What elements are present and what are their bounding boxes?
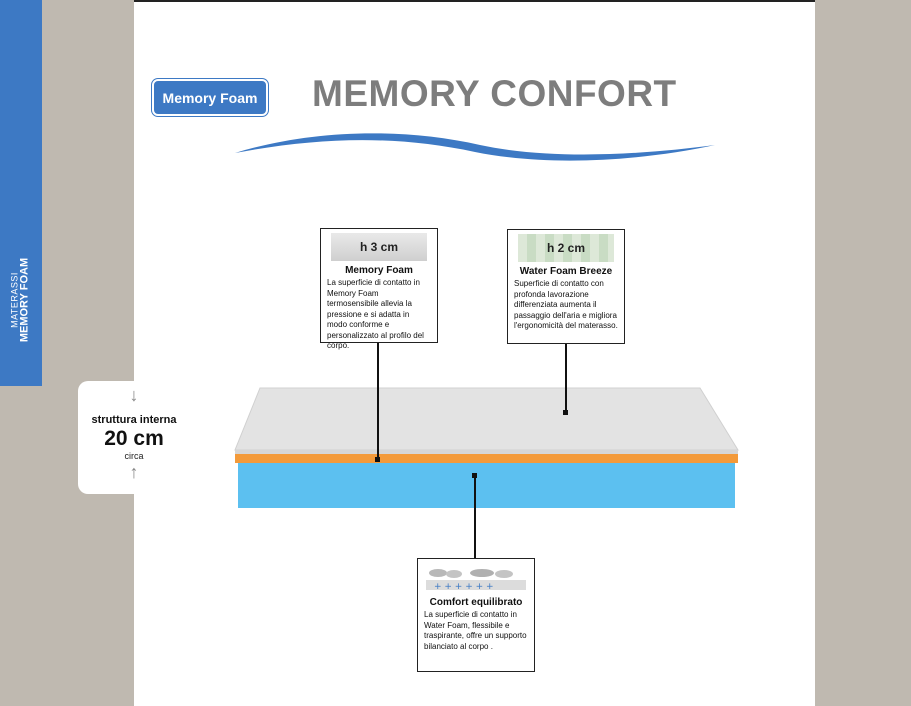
product-title: MEMORY CONFORT: [312, 73, 677, 114]
water-foam-height: h 2 cm: [546, 241, 585, 255]
water-foam-connector: [565, 344, 567, 412]
mattress-illustration: [234, 387, 739, 508]
brand-badge: Memory Foam: [152, 79, 268, 116]
memory-foam-height: h 3 cm: [359, 240, 398, 254]
arrow-down-icon: ↓: [129, 385, 139, 405]
svg-text:+ + + + + +: + + + + + +: [434, 582, 494, 592]
callout-memory-foam: h 3 cm Memory Foam La superficie di cont…: [320, 228, 438, 350]
memory-foam-title: Memory Foam: [345, 265, 413, 276]
callout-comfort-equilibrato: + + + + + + Comfort equilibrato La super…: [417, 558, 535, 672]
comfort-description: La superficie di contatto in Water Foam,…: [424, 610, 527, 651]
side-tab-product-line: MEMORY FOAM: [18, 257, 31, 343]
comfort-title: Comfort equilibrato: [429, 597, 523, 608]
side-tab-text: MATERASSI MEMORY FOAM: [10, 257, 32, 343]
memory-foam-description: La superficie di contatto in Memory Foam…: [327, 278, 424, 350]
arrow-up-icon: ↑: [129, 462, 139, 482]
comfort-marker: [472, 473, 477, 478]
height-value: 20 cm: [104, 427, 164, 450]
memory-foam-front: [235, 450, 738, 454]
memory-foam-marker: [375, 457, 380, 462]
height-info-card: ↓ struttura interna 20 cm circa ↑: [78, 381, 190, 494]
comfort-connector: [474, 475, 476, 558]
comfort-base-layer: [238, 463, 735, 508]
height-label: struttura interna: [91, 414, 177, 426]
wave-decoration: [235, 133, 715, 161]
height-note: circa: [124, 451, 144, 461]
water-foam-marker: [563, 410, 568, 415]
water-foam-title: Water Foam Breeze: [519, 266, 613, 277]
memory-foam-swatch: h 3 cm: [331, 233, 427, 261]
top-border: [0, 0, 911, 2]
water-foam-description: Superficie di contatto con profonda lavo…: [514, 279, 618, 330]
water-foam-breeze-layer: [235, 454, 738, 463]
right-side-panel: [815, 0, 911, 706]
water-foam-swatch: h 2 cm: [518, 234, 614, 262]
memory-foam-connector: [377, 343, 379, 460]
category-side-tab[interactable]: MATERASSI MEMORY FOAM: [0, 0, 42, 386]
callout-water-foam-breeze: h 2 cm Water Foam Breeze Superficie di c…: [507, 229, 625, 344]
comfort-layer-icon: + + + + + +: [426, 569, 526, 592]
memory-foam-top-layer: [234, 387, 739, 451]
